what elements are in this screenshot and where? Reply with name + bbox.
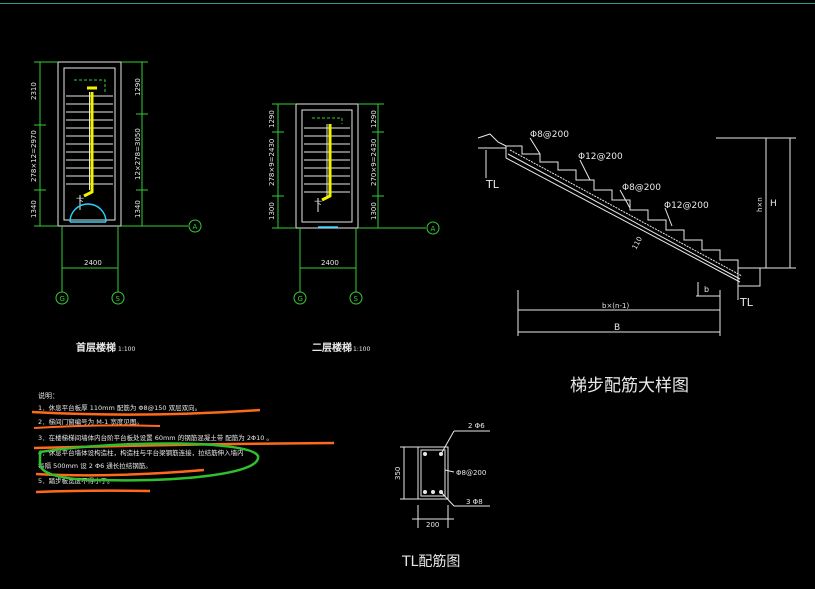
first-floor-door: [69, 203, 89, 223]
plan1-dim-left-2: 278×12=2970: [30, 130, 38, 182]
note-item-4: 4．休息平台墙体设构造柱，构造柱与平台梁钢筋连接，拉结筋伸入墙内: [38, 448, 244, 457]
plan2-axis-a: A: [431, 225, 436, 233]
markup-green-circle: [38, 442, 260, 482]
note-item-6: 5．踏步板宽度不得小于。: [38, 476, 114, 485]
beam-bottom-bar-2: [431, 490, 435, 494]
note-item-2: 2．梯间门窗编号为 M-1 宽度见图。: [38, 417, 143, 426]
first-floor-stair-plan: [34, 61, 202, 305]
section-dim-bn: b×(n-1): [602, 302, 629, 310]
plan1-dim-bottom: 2400: [84, 259, 102, 267]
note-item-3: 3．在楼梯梯间墙体内台阶平台板处设置 60mm 的钢筋混凝土带 配筋为 2Φ10…: [38, 433, 273, 442]
section-rebar-label-1: Φ8@200: [530, 130, 569, 140]
beam-stirrup-label: Φ8@200: [456, 469, 486, 477]
beam-bottom-bars-label: 3 Φ8: [466, 498, 483, 506]
note-item-5: 每隔 500mm 设 2 Φ6 通长拉结钢筋。: [38, 461, 152, 470]
second-floor-handrail: [321, 124, 332, 202]
plan2-dim-bottom: 2400: [321, 259, 339, 267]
second-floor-stair-treads: [304, 124, 350, 196]
plan1-axis-s: S: [116, 295, 121, 303]
notes-heading: 说明：: [38, 391, 59, 400]
section-thickness: 110: [631, 235, 644, 251]
note-item-1: 1．休息平台板厚 110mm 配筋为 Φ8@150 双层双向。: [38, 403, 201, 412]
section-beam-label-top: TL: [485, 178, 500, 191]
design-notes: 说明： 1．休息平台板厚 110mm 配筋为 Φ8@150 双层双向。 2．梯间…: [31, 391, 335, 494]
beam-bottom-bar-1: [423, 490, 427, 494]
plan2-dim-left-1: 1290: [268, 110, 276, 128]
plan1-title: 首层楼梯: [76, 341, 116, 354]
second-floor-stair-plan: [272, 103, 440, 305]
section-rebar-label-3: Φ8@200: [622, 183, 661, 193]
section-title: 梯步配筋大样图: [570, 376, 689, 396]
plan2-axis-s: S: [354, 295, 359, 303]
plan1-dim-left-3: 1340: [30, 200, 38, 218]
plan2-dim-left-2: 278×9=2430: [268, 139, 276, 186]
plan2-dim-right-1: 1290: [370, 110, 378, 128]
section-rebar-label-2: Φ12@200: [578, 152, 623, 162]
plan2-title: 二层楼梯: [312, 341, 352, 354]
plan1-dim-right-1: 1290: [134, 78, 142, 96]
first-floor-handrail: [83, 92, 94, 198]
section-dim-hn: h×n: [756, 197, 764, 212]
markup-orange-4: [35, 468, 205, 477]
stair-reinforcement-section: [477, 133, 796, 336]
plan1-axis-g: G: [60, 295, 65, 303]
plan2-dim-right-2: 270×9=2430: [370, 139, 378, 186]
section-beam-label-bottom: TL: [739, 296, 754, 309]
plan1-down-label: 下: [76, 197, 84, 206]
markup-orange-5: [35, 489, 151, 494]
plan1-axis-a: A: [193, 223, 198, 231]
plan1-scale: 1:100: [118, 346, 135, 353]
first-floor-stair-treads: [66, 92, 113, 190]
plan1-dim-right-3: 1340: [134, 200, 142, 218]
plan2-axis-g: G: [298, 295, 303, 303]
beam-title: TL配筋图: [401, 553, 460, 570]
beam-width-label: 200: [426, 521, 439, 529]
section-dim-b: b: [704, 285, 709, 294]
beam-top-bars-label: 2 Φ6: [468, 422, 485, 430]
section-dim-H: H: [770, 199, 777, 209]
plan2-dim-left-3: 1300: [268, 202, 276, 220]
plan2-dim-right-3: 1300: [370, 202, 378, 220]
beam-top-bar-1: [423, 452, 427, 456]
plan1-dim-right-2: 12×278=3050: [134, 128, 142, 180]
tl-beam-section: [400, 430, 490, 528]
section-dim-B: B: [614, 323, 620, 333]
section-rebar-label-4: Φ12@200: [664, 201, 709, 211]
plan2-scale: 1:100: [353, 346, 370, 353]
markup-orange-1: [31, 408, 261, 416]
markup-orange-2: [33, 424, 161, 429]
plan1-dim-left-1: 2310: [30, 82, 38, 100]
plan2-down-label: 下: [314, 200, 322, 209]
beam-height-label: 350: [394, 467, 402, 480]
